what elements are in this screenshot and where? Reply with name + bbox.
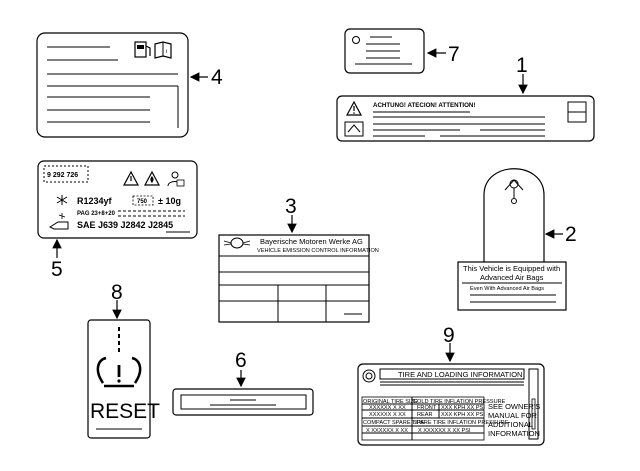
label-8-outline	[87, 319, 151, 439]
tire-pressure-header: COLD TIRE INFLATION PRESSURE	[413, 399, 506, 405]
callout-8: 8	[111, 281, 123, 304]
label-2-line2: Advanced Air Bags	[480, 273, 544, 282]
label-8: RESET 8	[87, 281, 160, 439]
tire-size-header: ORIGINAL TIRE SIZE	[363, 399, 418, 405]
label-6: 6	[172, 349, 314, 416]
tire-info-title: TIRE AND LOADING INFORMATION	[398, 370, 522, 379]
label-3-outline	[218, 234, 370, 323]
label-6-outline	[172, 388, 314, 416]
label-4-outline	[36, 32, 189, 138]
brand-logo	[223, 237, 251, 249]
callout-7: 7	[448, 43, 460, 66]
label-3-title: VEHICLE EMISSION CONTROL INFORMATION	[257, 248, 379, 254]
label-2-line1: This Vehicle is Equipped with	[463, 264, 560, 273]
label-2-outline	[483, 168, 545, 294]
manual-check-icon	[344, 121, 364, 137]
rear-pressure: XXX KPH XX PSI	[441, 412, 485, 418]
label-2: This Vehicle is Equipped with Advanced A…	[457, 168, 577, 311]
label-2-line3: Even With Advanced Air Bags	[470, 286, 544, 292]
label-5: 9 292 726 R1234yf 750 ± 10g PAG 23+8+20	[37, 160, 198, 281]
label-9-outline	[357, 363, 545, 446]
label-1-warning-text: ACHTUNG! ATECION! ATTENTION!	[373, 102, 475, 109]
refrigerant-type: R1234yf	[77, 196, 113, 206]
tire-icon	[362, 369, 376, 383]
hang-hole-icon	[352, 36, 360, 44]
fuel-pump-icon	[134, 41, 151, 58]
rear-label: REAR	[417, 412, 433, 418]
snowflake-icon	[56, 195, 68, 205]
manual-book-icon: i	[154, 41, 172, 59]
label-4: i 4	[36, 32, 223, 138]
part-number: 9 292 726	[47, 172, 78, 179]
callout-9: 9	[443, 324, 455, 347]
label-7-outline	[344, 28, 425, 74]
front-label: FRONT	[417, 405, 437, 411]
spare-tire-size: X XXXXXX X XX	[366, 428, 408, 434]
tpms-warning-icon	[96, 327, 142, 388]
refrigerant-amount: 750	[137, 199, 148, 205]
spare-pressure: X XXXXXX X XX PSI	[418, 428, 471, 434]
front-pressure: XXX KPH XX PSI	[441, 405, 485, 411]
label-9: TIRE AND LOADING INFORMATION ORIGINAL TI…	[357, 324, 545, 446]
warning-triangle-icon	[122, 170, 140, 186]
owners-manual-note-2: MANUAL FOR	[488, 411, 537, 420]
spare-tire-header: COMPACT SPARE TIRE	[363, 420, 425, 426]
callout-5: 5	[51, 258, 63, 281]
warning-triangle-icon	[345, 100, 363, 116]
airbag-pictogram	[504, 179, 524, 204]
label-5-outline	[37, 160, 198, 239]
callout-4: 4	[211, 66, 223, 89]
svg-text:i: i	[166, 49, 167, 55]
label-3-manufacturer: Bayerische Motoren Werke AG	[260, 237, 363, 246]
callout-6: 6	[235, 349, 247, 372]
callout-2: 2	[565, 223, 577, 246]
label-3: Bayerische Motoren Werke AG VEHICLE EMIS…	[218, 195, 379, 323]
callout-1: 1	[516, 54, 528, 77]
service-person-icon	[167, 171, 185, 187]
owners-manual-note-3: ADDITIONAL	[488, 420, 533, 429]
callout-3: 3	[285, 195, 297, 218]
oil-can-icon	[48, 213, 69, 230]
owners-manual-note-1: SEE OWNER'S	[488, 402, 540, 411]
spare-pressure-header: SPARE TIRE INFLATION PRESSURE	[413, 420, 509, 426]
label-7: 7	[344, 28, 460, 74]
flame-icon	[143, 170, 161, 186]
front-tire-size: XXXXXX X XX	[369, 405, 406, 411]
rear-tire-size: XXXXXX X XX	[369, 412, 406, 418]
oil-type: PAG 23+8+20	[77, 211, 116, 217]
sae-standards: SAE J639 J2842 J2845	[77, 220, 173, 230]
owners-manual-note-4: INFORMATION	[488, 429, 540, 438]
refrigerant-tolerance: ± 10g	[158, 196, 181, 206]
reset-text: RESET	[90, 400, 160, 423]
label-1: ACHTUNG! ATECION! ATTENTION! 1	[336, 54, 595, 142]
label-1-outline	[336, 95, 595, 142]
